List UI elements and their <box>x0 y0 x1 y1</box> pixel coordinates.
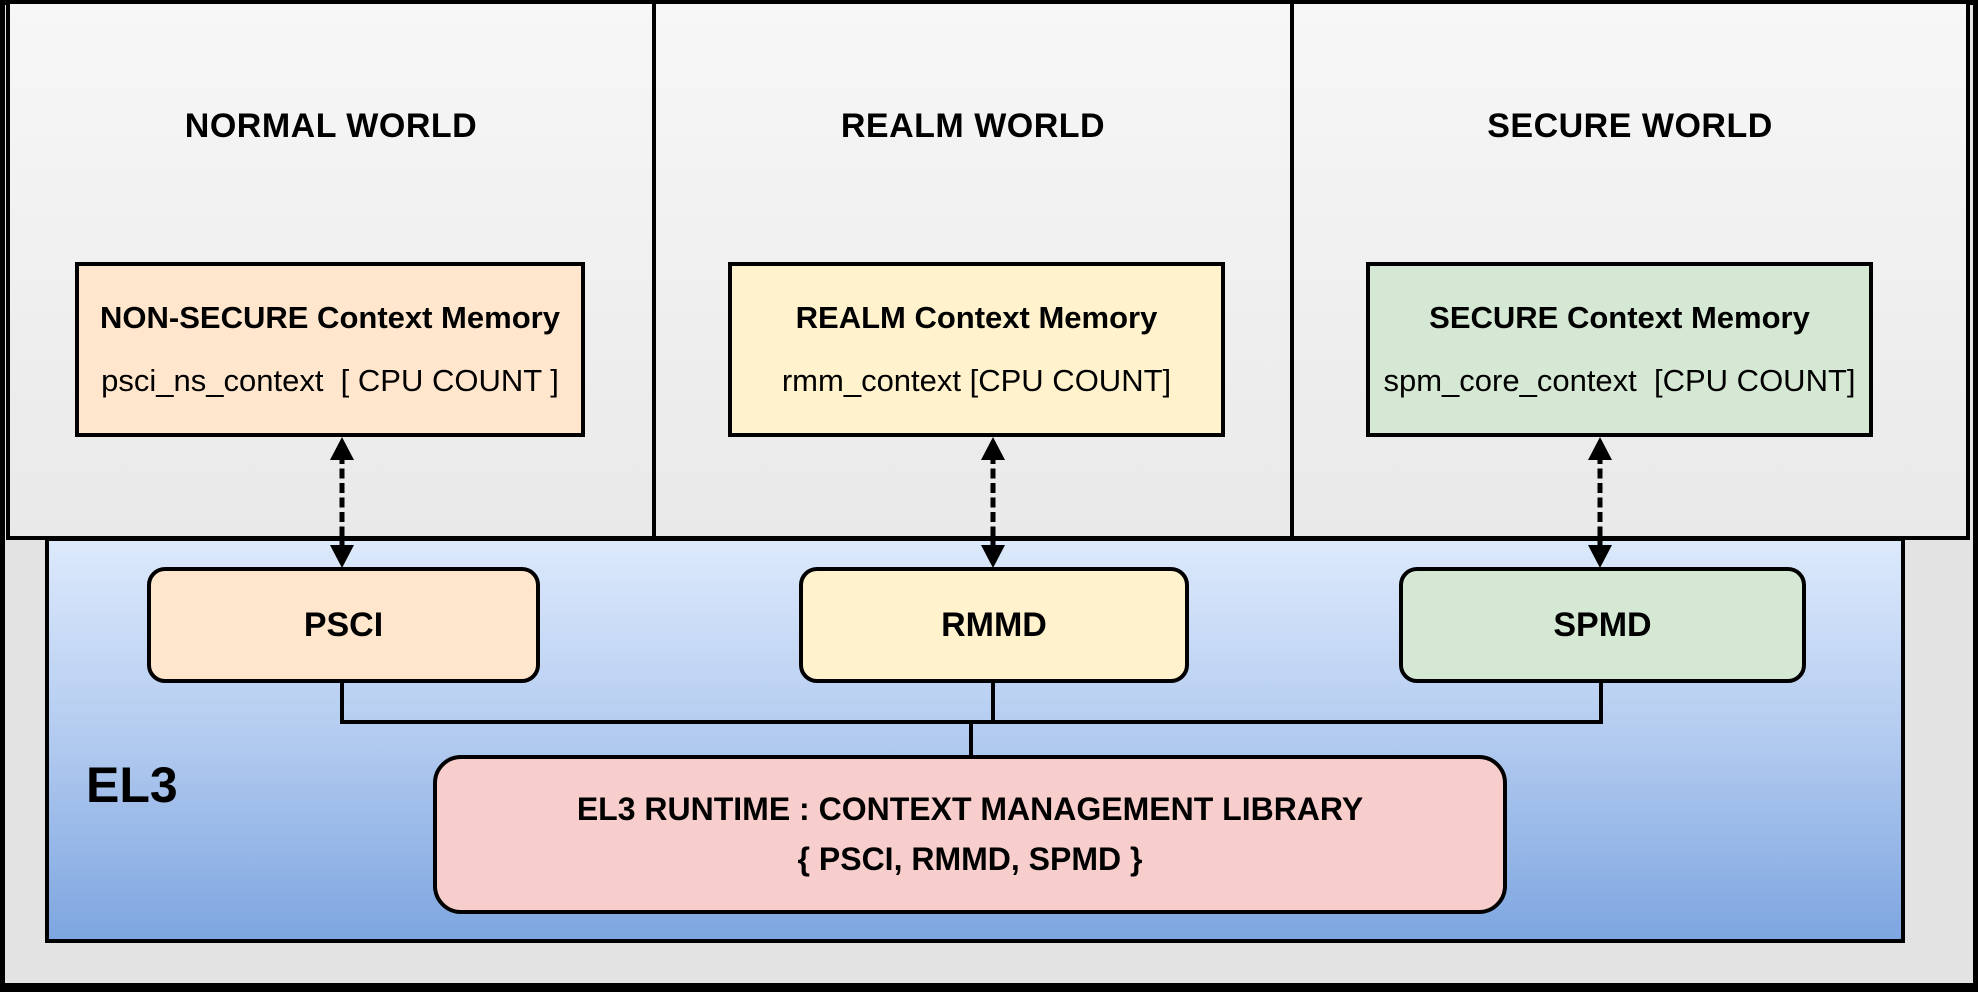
context-memory-detail: rmm_context [CPU COUNT] <box>781 363 1172 398</box>
arrowhead-up-icon <box>330 437 354 460</box>
rmmd-box: RMMD <box>799 567 1189 683</box>
rmmd-label: RMMD <box>941 605 1047 644</box>
el3-runtime-title-line1: EL3 RUNTIME : CONTEXT MANAGEMENT LIBRARY <box>576 791 1364 827</box>
context-memory-title: REALM Context Memory <box>795 300 1158 335</box>
runtime-drop-line <box>969 722 973 757</box>
spmd-box: SPMD <box>1399 567 1806 683</box>
arrowhead-down-icon <box>1588 545 1612 568</box>
secure-world-context-sync-arrow <box>1587 437 1613 568</box>
psci-connector-stub <box>340 681 344 724</box>
realm-world-context-sync-arrow <box>980 437 1006 568</box>
realm-world-title: REALM WORLD <box>840 107 1106 145</box>
spmd-connector-stub <box>1599 681 1603 724</box>
non-secure-context-memory-box: NON-SECURE Context Memory psci_ns_contex… <box>75 262 585 437</box>
arrowhead-down-icon <box>330 545 354 568</box>
psci-label: PSCI <box>303 605 384 644</box>
dashed-line <box>1597 454 1603 551</box>
context-memory-detail: psci_ns_context [ CPU COUNT ] <box>101 363 559 398</box>
rmmd-connector-stub <box>991 681 995 724</box>
arrowhead-up-icon <box>981 437 1005 460</box>
normal-world-title: NORMAL WORLD <box>184 107 478 145</box>
secure-context-memory-box: SECURE Context Memory spm_core_context [… <box>1366 262 1873 437</box>
el3-runtime-title-line2: { PSCI, RMMD, SPMD } <box>797 841 1143 877</box>
realm-context-memory-box: REALM Context Memory rmm_context [CPU CO… <box>728 262 1225 437</box>
arrowhead-down-icon <box>981 545 1005 568</box>
context-memory-detail: spm_core_context [CPU COUNT] <box>1383 363 1856 398</box>
context-memory-title: SECURE Context Memory <box>1429 300 1810 335</box>
psci-box: PSCI <box>147 567 540 683</box>
dashed-line <box>339 454 345 551</box>
dashed-line <box>990 454 996 551</box>
el3-runtime-box: EL3 RUNTIME : CONTEXT MANAGEMENT LIBRARY… <box>433 755 1507 914</box>
arrowhead-up-icon <box>1588 437 1612 460</box>
context-memory-title: NON-SECURE Context Memory <box>100 300 560 335</box>
normal-world-context-sync-arrow <box>329 437 355 568</box>
secure-world-title: SECURE WORLD <box>1487 107 1773 145</box>
spmd-label: SPMD <box>1553 605 1652 644</box>
el3-label: EL3 <box>86 757 178 813</box>
